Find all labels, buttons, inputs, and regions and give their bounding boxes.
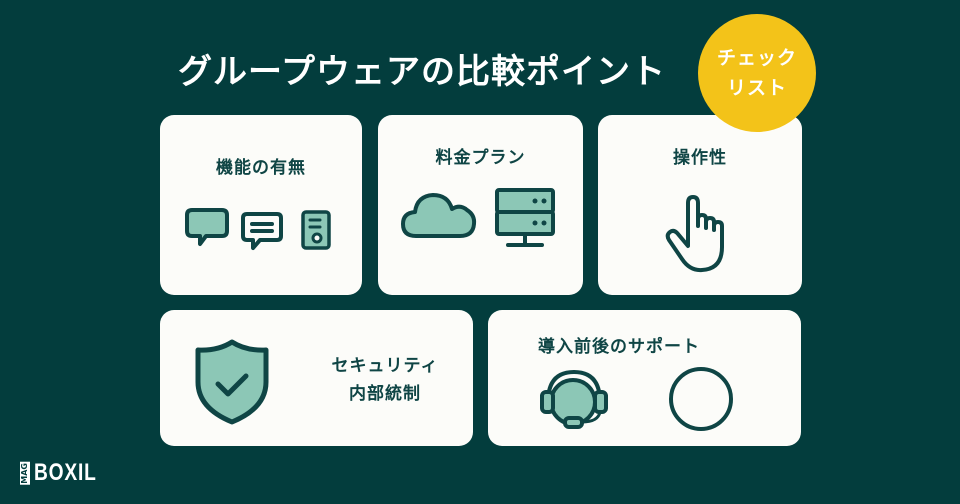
checklist-badge: チェック リスト xyxy=(698,14,816,132)
device-icon xyxy=(301,210,331,250)
pointing-hand-icon xyxy=(665,195,724,273)
headset-icon xyxy=(540,369,608,429)
logo-text: BOXIL xyxy=(34,459,97,486)
badge-line-1: チェック xyxy=(716,47,797,69)
server-icon xyxy=(495,188,555,247)
logo-mag: MAG xyxy=(20,461,30,485)
boxil-logo: MAG BOXIL xyxy=(20,459,112,487)
security-label-line-1: セキュリティ xyxy=(331,356,439,376)
security-label-line-2: 内部統制 xyxy=(349,384,421,404)
card-title: 料金プラン xyxy=(435,148,526,168)
card-usability: 操作性 xyxy=(598,115,802,295)
badge-line-2: リスト xyxy=(726,77,787,99)
card-support: 導入前後のサポート xyxy=(488,310,801,446)
card-security: セキュリティ 内部統制 xyxy=(160,310,473,446)
card-title: 導入前後のサポート xyxy=(538,337,700,357)
shield-check-icon xyxy=(195,339,269,425)
cloud-icon xyxy=(401,193,477,238)
card-features: 機能の有無 xyxy=(160,115,362,295)
card-title: 操作性 xyxy=(673,148,727,168)
message-bubble-icon xyxy=(241,212,283,250)
card-title: 機能の有無 xyxy=(216,158,306,178)
page-title: グループウェアの比較ポイント xyxy=(178,52,666,92)
speech-bubble-icon xyxy=(185,208,229,246)
card-pricing: 料金プラン xyxy=(378,115,583,295)
circle-icon xyxy=(669,367,733,431)
security-label: セキュリティ 内部統制 xyxy=(310,352,460,408)
